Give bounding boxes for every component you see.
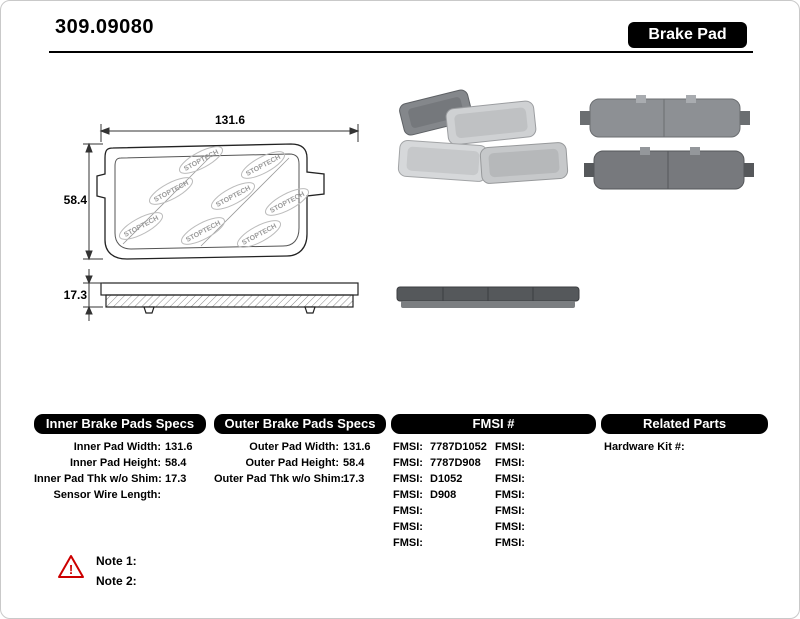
- spec-row: FMSI:: [495, 471, 595, 487]
- spec-row: Inner Pad Thk w/o Shim:17.3: [34, 471, 206, 487]
- spec-row: FMSI:: [495, 439, 595, 455]
- pad-photo: [584, 147, 754, 190]
- pad-front-view: [96, 143, 325, 260]
- thickness-dimension-lines: [83, 269, 103, 321]
- spec-row: Sensor Wire Length:: [34, 487, 206, 503]
- spec-label: FMSI:: [393, 473, 423, 485]
- pad-photo: [397, 139, 489, 182]
- spec-row: FMSI: D908: [393, 487, 493, 503]
- pad-photo: [479, 142, 569, 184]
- spec-label: FMSI:: [495, 505, 525, 517]
- stoptech-watermark: STOPTECH: [264, 188, 310, 216]
- spec-label: Inner Pad Height:: [69, 457, 161, 469]
- note-1: Note 1:: [96, 554, 137, 568]
- height-dimension-lines: [83, 142, 103, 261]
- spec-row: FMSI:: [393, 503, 493, 519]
- spec-row: Outer Pad Width: 131.6: [214, 439, 386, 455]
- spec-row: FMSI: D1052: [393, 471, 493, 487]
- outer-specs-header: Outer Brake Pads Specs: [214, 414, 386, 434]
- spec-value: 7787D1052: [430, 441, 487, 453]
- spec-row: Outer Pad Thk w/o Shim:17.3: [214, 471, 386, 487]
- note-2: Note 2:: [96, 574, 137, 588]
- spec-label: FMSI:: [393, 521, 423, 533]
- spec-value: D1052: [430, 473, 463, 485]
- spec-row: Inner Pad Height: 58.4: [34, 455, 206, 471]
- pad-photo: [580, 95, 750, 138]
- page-title: Brake Pad: [628, 22, 747, 48]
- height-dimension-label: 58.4: [63, 193, 87, 207]
- spec-label: FMSI:: [393, 441, 423, 453]
- spec-label: Outer Pad Thk w/o Shim:: [214, 473, 345, 485]
- fmsi-column-2: FMSI: FMSI: FMSI: FMSI: FMSI: FMSI: FMSI…: [495, 439, 595, 551]
- spec-row: Inner Pad Width: 131.6: [34, 439, 206, 455]
- spec-row: FMSI: 7787D1052: [393, 439, 493, 455]
- header-divider: [49, 51, 753, 53]
- spec-label: FMSI:: [393, 505, 423, 517]
- spec-row: FMSI:: [495, 519, 595, 535]
- pad-photo: [445, 100, 537, 145]
- spec-row: Hardware Kit #:: [604, 439, 768, 455]
- pad-side-view: [100, 282, 359, 314]
- spec-row: FMSI:: [393, 519, 493, 535]
- part-number: 309.09080: [55, 16, 155, 38]
- spec-value: 131.6: [165, 441, 193, 453]
- product-photo-pads-front: [397, 89, 569, 184]
- stoptech-watermark: STOPTECH: [148, 177, 194, 205]
- warning-icon: !: [58, 555, 84, 578]
- thickness-dimension-label: 17.3: [63, 288, 87, 302]
- spec-value: 58.4: [343, 457, 365, 469]
- spec-row: FMSI:: [495, 535, 595, 551]
- related-parts-header: Related Parts: [601, 414, 768, 434]
- stoptech-watermark: STOPTECH: [118, 212, 164, 240]
- stoptech-watermark: STOPTECH: [178, 146, 224, 174]
- outer-specs-table: Outer Pad Width: 131.6 Outer Pad Height: 5…: [214, 439, 386, 487]
- spec-row: FMSI:: [495, 487, 595, 503]
- stoptech-watermark: STOPTECH: [240, 151, 286, 179]
- inner-specs-header: Inner Brake Pads Specs: [34, 414, 206, 434]
- spec-label: FMSI:: [495, 489, 525, 501]
- product-photo-pads-edge: [396, 286, 580, 308]
- technical-drawing: STOPTECH STOPTECH STOPTECH STOPTECH STOP…: [83, 124, 360, 321]
- spec-label: Outer Pad Height:: [245, 457, 339, 469]
- related-parts-table: Hardware Kit #:: [604, 439, 768, 455]
- width-dimension-label: 131.6: [214, 113, 246, 127]
- spec-label: FMSI:: [393, 457, 423, 469]
- spec-label: Hardware Kit #:: [604, 441, 685, 453]
- spec-label: FMSI:: [495, 457, 525, 469]
- spec-label: Sensor Wire Length:: [53, 489, 161, 501]
- fmsi-header: FMSI #: [391, 414, 596, 434]
- spec-label: FMSI:: [495, 521, 525, 533]
- spec-label: FMSI:: [393, 537, 423, 549]
- spec-label: FMSI:: [495, 537, 525, 549]
- spec-value: 131.6: [343, 441, 371, 453]
- spec-row: FMSI:: [393, 535, 493, 551]
- spec-label: Inner Pad Thk w/o Shim:: [34, 473, 162, 485]
- inner-specs-table: Inner Pad Width: 131.6 Inner Pad Height: 5…: [34, 439, 206, 503]
- spec-value: 7787D908: [430, 457, 481, 469]
- fmsi-column-1: FMSI:7787D1052 FMSI:7787D908 FMSI:D1052 …: [393, 439, 493, 551]
- warning-mark: !: [69, 562, 73, 577]
- spec-row: FMSI:: [495, 503, 595, 519]
- spec-value: 17.3: [343, 473, 365, 485]
- spec-row: Outer Pad Height: 58.4: [214, 455, 386, 471]
- spec-label: Inner Pad Width:: [73, 441, 161, 453]
- spec-row: FMSI:: [495, 455, 595, 471]
- spec-label: Outer Pad Width:: [249, 441, 339, 453]
- spec-value: 58.4: [165, 457, 187, 469]
- product-photo-pads-back: [580, 95, 754, 190]
- spec-row: FMSI: 7787D908: [393, 455, 493, 471]
- spec-value: D908: [430, 489, 457, 501]
- spec-label: FMSI:: [393, 489, 423, 501]
- spec-value: 17.3: [165, 473, 187, 485]
- spec-label: FMSI:: [495, 441, 525, 453]
- width-dimension-lines: [99, 124, 360, 142]
- spec-label: FMSI:: [495, 473, 525, 485]
